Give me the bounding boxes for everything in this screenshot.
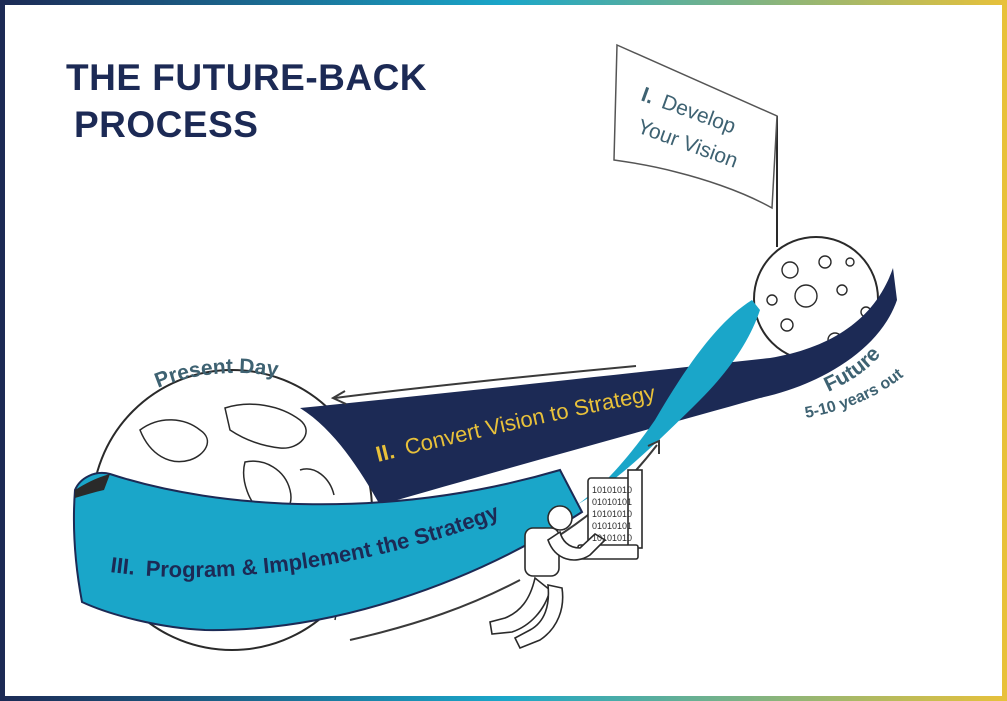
- binary-line: 10101010: [592, 485, 632, 495]
- binary-line: 01010101: [592, 497, 632, 507]
- stage-iii-numeral: III.: [109, 552, 136, 580]
- ribbon-edge: [75, 474, 110, 498]
- ribbon-stage-iii-connector: [560, 300, 760, 515]
- title-line-2: PROCESS: [74, 104, 259, 145]
- astronaut-illustration: [489, 469, 643, 650]
- title-line-1: THE FUTURE-BACK: [66, 57, 428, 98]
- arrows: [330, 365, 660, 641]
- binary-line: 10101010: [592, 533, 632, 543]
- ribbon-stage-iii: [73, 468, 584, 632]
- page-title: THE FUTURE-BACK PROCESS: [66, 54, 427, 148]
- ribbon-stage-ii: [300, 268, 897, 505]
- binary-line: 01010101: [592, 521, 632, 531]
- binary-line: 10101010: [592, 509, 632, 519]
- stage-ii-numeral: II.: [373, 438, 397, 467]
- vision-flag: [613, 43, 778, 247]
- binary-code: 10101010 01010101 10101010 01010101 1010…: [592, 485, 632, 543]
